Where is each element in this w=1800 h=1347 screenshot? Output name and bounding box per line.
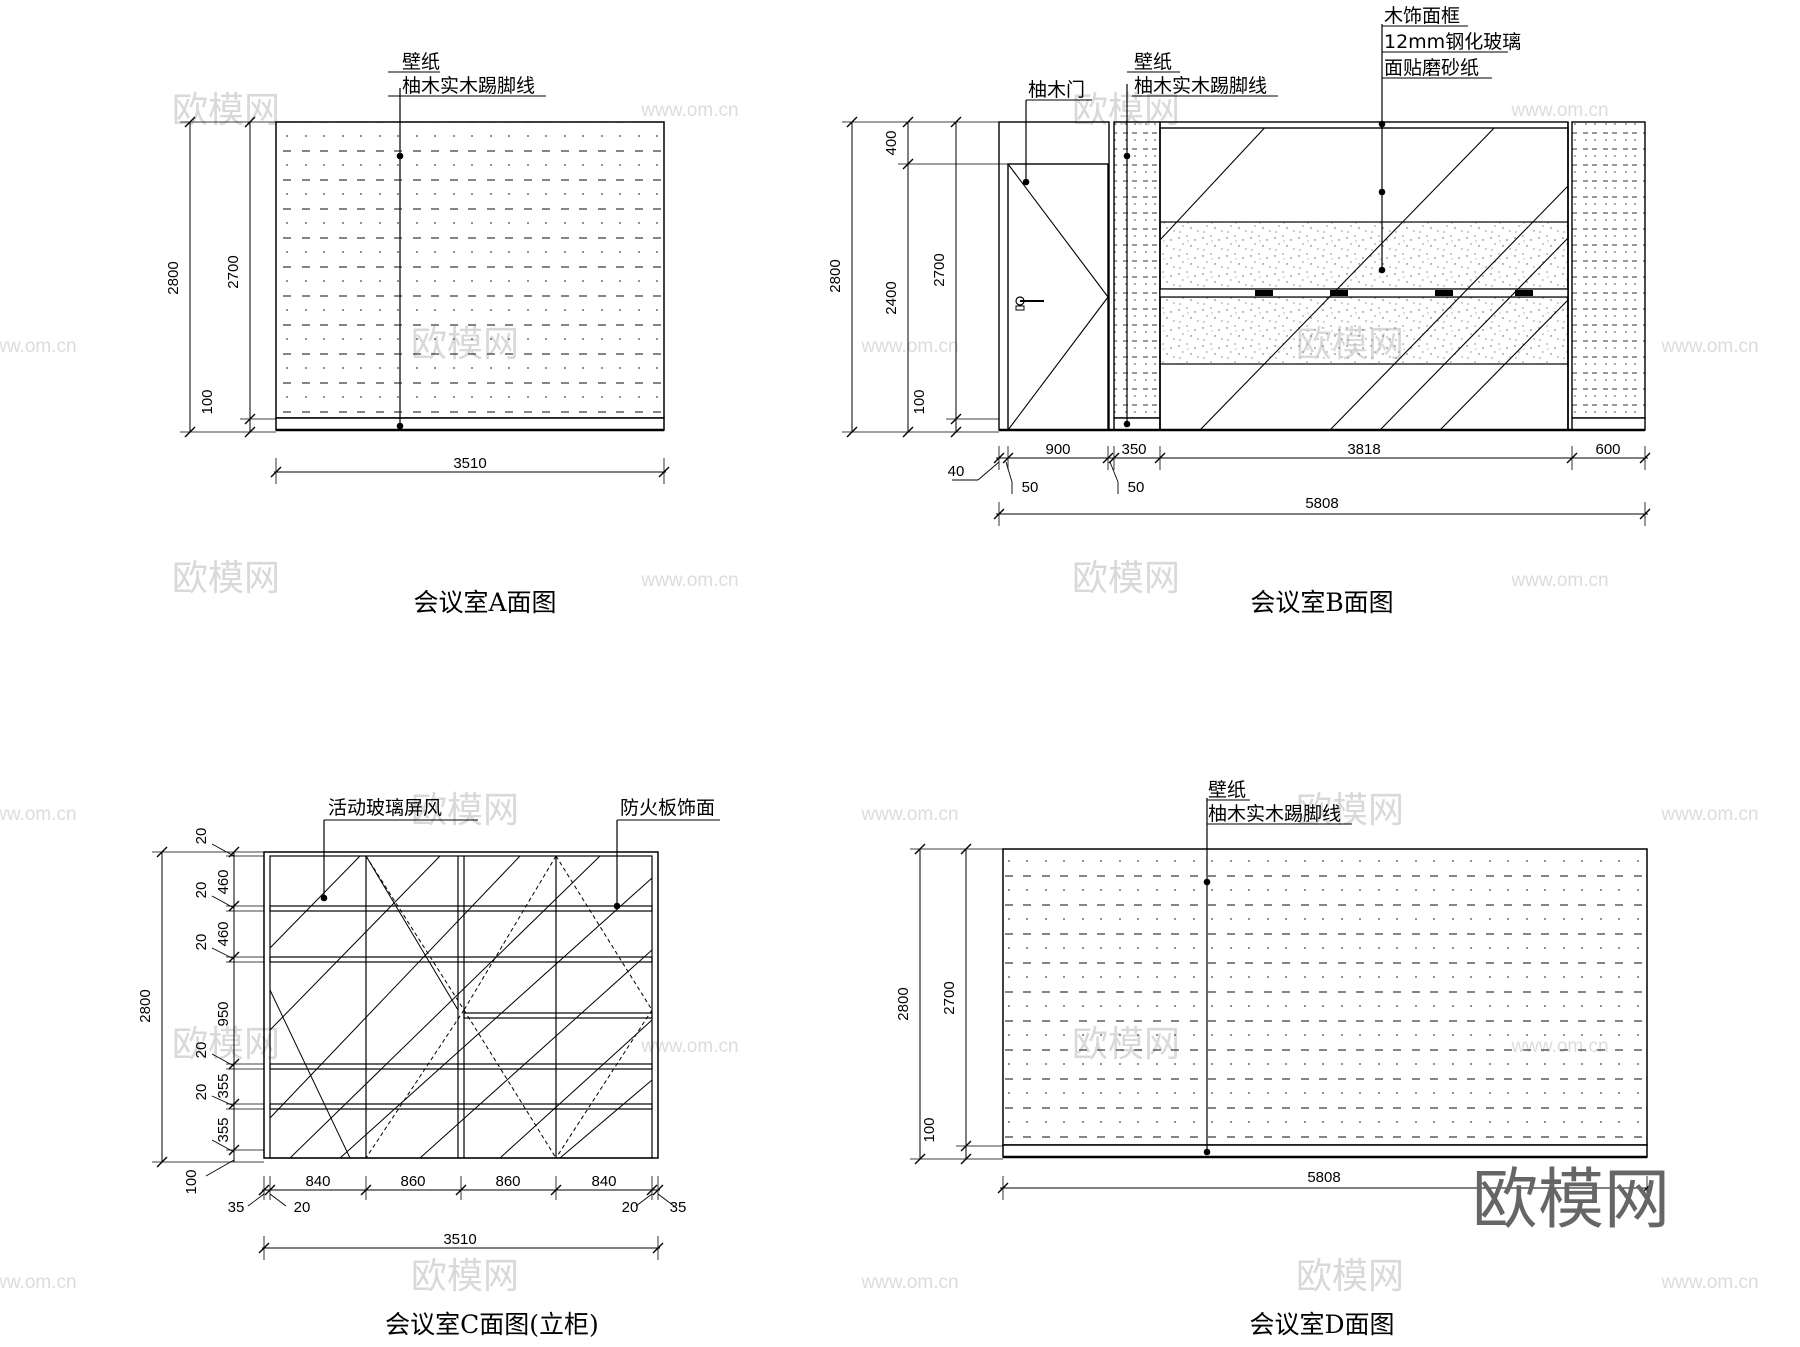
- watermark-mark-6: 欧模网: [1072, 558, 1180, 599]
- elevation-c-dim-row-10: 355: [215, 1117, 232, 1142]
- watermark-mark-12: 欧模网: [1296, 1256, 1404, 1297]
- watermark-mark-11: 欧模网: [411, 1256, 519, 1297]
- elevation-c-dim-edge-4: 35: [670, 1199, 687, 1216]
- elevation-b-text: 柚木门 壁纸 柚木实木踢脚线 木饰面框 12mm钢化玻璃 面贴磨砂纸 2800 …: [827, 5, 1621, 617]
- elevation-c-dim-total-width: 3510: [443, 1231, 476, 1248]
- elevation-b-title: 会议室B面图: [1250, 588, 1393, 617]
- watermark-url-1: www.om.cn: [640, 100, 738, 121]
- watermark-mark-9: 欧模网: [172, 1024, 280, 1065]
- elevation-b: [842, 24, 1651, 526]
- frosted-band-upper: [1159, 221, 1569, 290]
- watermark-url-3: www.om.cn: [0, 336, 77, 357]
- elevation-b-dim-total-width: 5808: [1305, 495, 1338, 512]
- elevation-c-dim-col-2: 860: [400, 1173, 425, 1190]
- elevation-a-dim-height-wall: 2700: [225, 255, 242, 288]
- elevation-c-dim-row-3: 20: [193, 882, 210, 899]
- watermark-url-4: www.om.cn: [860, 336, 958, 357]
- elevation-a-label-wallpaper: 壁纸: [402, 51, 440, 73]
- wallpaper-column-b: [1571, 121, 1646, 419]
- elevation-b-label-frosting: 面贴磨砂纸: [1384, 57, 1479, 79]
- elevation-d-dim-width: 5808: [1307, 1169, 1340, 1186]
- elevation-a: [180, 71, 670, 484]
- brand-watermark: 欧模网: [1472, 1161, 1670, 1238]
- watermark-url-10: www.om.cn: [1660, 804, 1758, 825]
- elevation-c-dim-col-4: 840: [591, 1173, 616, 1190]
- elevation-b-dim-glass-width: 3818: [1347, 441, 1380, 458]
- elevation-b-dim-right-width: 600: [1595, 441, 1620, 458]
- elevation-a-label-skirting: 柚木实木踢脚线: [402, 75, 535, 97]
- elevation-b-label-frame: 木饰面框: [1384, 5, 1460, 27]
- watermark-url-8: www.om.cn: [0, 804, 77, 825]
- skirting-a: [275, 417, 665, 431]
- elevation-c-label-screen: 活动玻璃屏风: [328, 797, 442, 819]
- elevation-c-dim-row-5: 20: [193, 934, 210, 951]
- elevation-c-label-fireproof: 防火板饰面: [620, 797, 715, 819]
- elevation-b-label-skirting: 柚木实木踢脚线: [1134, 75, 1267, 97]
- elevation-c-dim-col-1: 840: [305, 1173, 330, 1190]
- elevation-c-dim-edge-1: 35: [228, 1199, 245, 1216]
- elevation-b-dim-door-width: 900: [1045, 441, 1070, 458]
- elevation-b-dim-jamb: 40: [948, 463, 965, 480]
- elevation-c-dim-row-9: 20: [193, 1084, 210, 1101]
- elevation-c-dim-row-6: 950: [215, 1001, 232, 1026]
- elevation-a-dim-skirting: 100: [199, 389, 216, 414]
- elevation-a-dim-width: 3510: [453, 455, 486, 472]
- elevation-d-text: 壁纸 柚木实木踢脚线 2800 2700 100 5808 会议室D面图: [895, 779, 1395, 1339]
- elevation-b-dim-frame-left: 50: [1022, 479, 1039, 496]
- wallpaper-panel-d: [1002, 848, 1648, 1146]
- elevation-b-label-wallpaper: 壁纸: [1134, 51, 1172, 73]
- glass-hinge-strip: [1255, 290, 1533, 296]
- elevation-c: [152, 819, 720, 1260]
- watermark-url-11: www.om.cn: [640, 1036, 738, 1057]
- elevation-b-dim-frame-right: 50: [1128, 479, 1145, 496]
- watermark-url-14: www.om.cn: [860, 1272, 958, 1293]
- elevation-c-title: 会议室C面图(立柜): [385, 1310, 599, 1339]
- elevation-c-dim-height-total: 2800: [137, 989, 154, 1022]
- elevation-d: [910, 798, 1653, 1200]
- elevation-b-dim-height-total: 2800: [827, 259, 844, 292]
- frosted-band-lower: [1159, 296, 1569, 365]
- elevation-c-dim-row-11: 100: [183, 1169, 200, 1194]
- watermark-url-9: www.om.cn: [860, 804, 958, 825]
- skirting-d: [1002, 1144, 1648, 1158]
- elevation-b-label-door: 柚木门: [1028, 79, 1085, 101]
- elevation-c-dim-row-4: 460: [215, 921, 232, 946]
- elevation-c-dim-row-7: 20: [193, 1042, 210, 1059]
- elevation-c-dim-edge-2: 20: [294, 1199, 311, 1216]
- elevation-b-dim-strip-width: 350: [1121, 441, 1146, 458]
- wallpaper-strip-b: [1113, 121, 1161, 419]
- watermark-url-5: www.om.cn: [1660, 336, 1758, 357]
- watermark-url-2: www.om.cn: [1510, 100, 1608, 121]
- elevation-a-title: 会议室A面图: [413, 588, 556, 617]
- elevation-d-dim-skirting: 100: [921, 1117, 938, 1142]
- elevation-d-label-wallpaper: 壁纸: [1208, 779, 1246, 801]
- wallpaper-panel-a: [275, 121, 665, 419]
- teak-door: [1007, 163, 1109, 431]
- elevation-d-label-skirting: 柚木实木踢脚线: [1208, 803, 1341, 825]
- watermark-url-6: www.om.cn: [640, 570, 738, 591]
- elevation-b-label-glass: 12mm钢化玻璃: [1384, 31, 1521, 53]
- elevation-c-dim-row-2: 460: [215, 869, 232, 894]
- elevation-c-dim-row-8: 355: [215, 1073, 232, 1098]
- elevation-b-dim-skirting: 100: [911, 389, 928, 414]
- elevation-d-title: 会议室D面图: [1249, 1310, 1394, 1339]
- watermark-url-13: www.om.cn: [0, 1272, 77, 1293]
- watermark-mark-7: 欧模网: [411, 790, 519, 831]
- elevation-c-text: 活动玻璃屏风 防火板饰面 2800 20 460 20 460 20 950 2…: [137, 797, 715, 1339]
- elevation-c-dim-edge-3: 20: [622, 1199, 639, 1216]
- elevation-c-dim-col-3: 860: [495, 1173, 520, 1190]
- watermark-mark-5: 欧模网: [172, 558, 280, 599]
- elevation-a-dim-height-total: 2800: [165, 261, 182, 294]
- elevation-a-text: 壁纸 柚木实木踢脚线 2800 2700 100 3510 会议室A面图: [165, 51, 557, 617]
- elevation-c-dim-row-1: 20: [193, 828, 210, 845]
- watermark-url-7: www.om.cn: [1510, 570, 1608, 591]
- elevation-d-dim-height-wall: 2700: [941, 981, 958, 1014]
- elevation-b-dim-height-wall: 2700: [931, 253, 948, 286]
- watermark-mark-1: 欧模网: [172, 90, 280, 131]
- elevation-d-dim-height-total: 2800: [895, 987, 912, 1020]
- elevation-b-dim-height-top: 400: [883, 130, 900, 155]
- watermark-url-15: www.om.cn: [1660, 1272, 1758, 1293]
- elevation-b-dim-height-door: 2400: [883, 281, 900, 314]
